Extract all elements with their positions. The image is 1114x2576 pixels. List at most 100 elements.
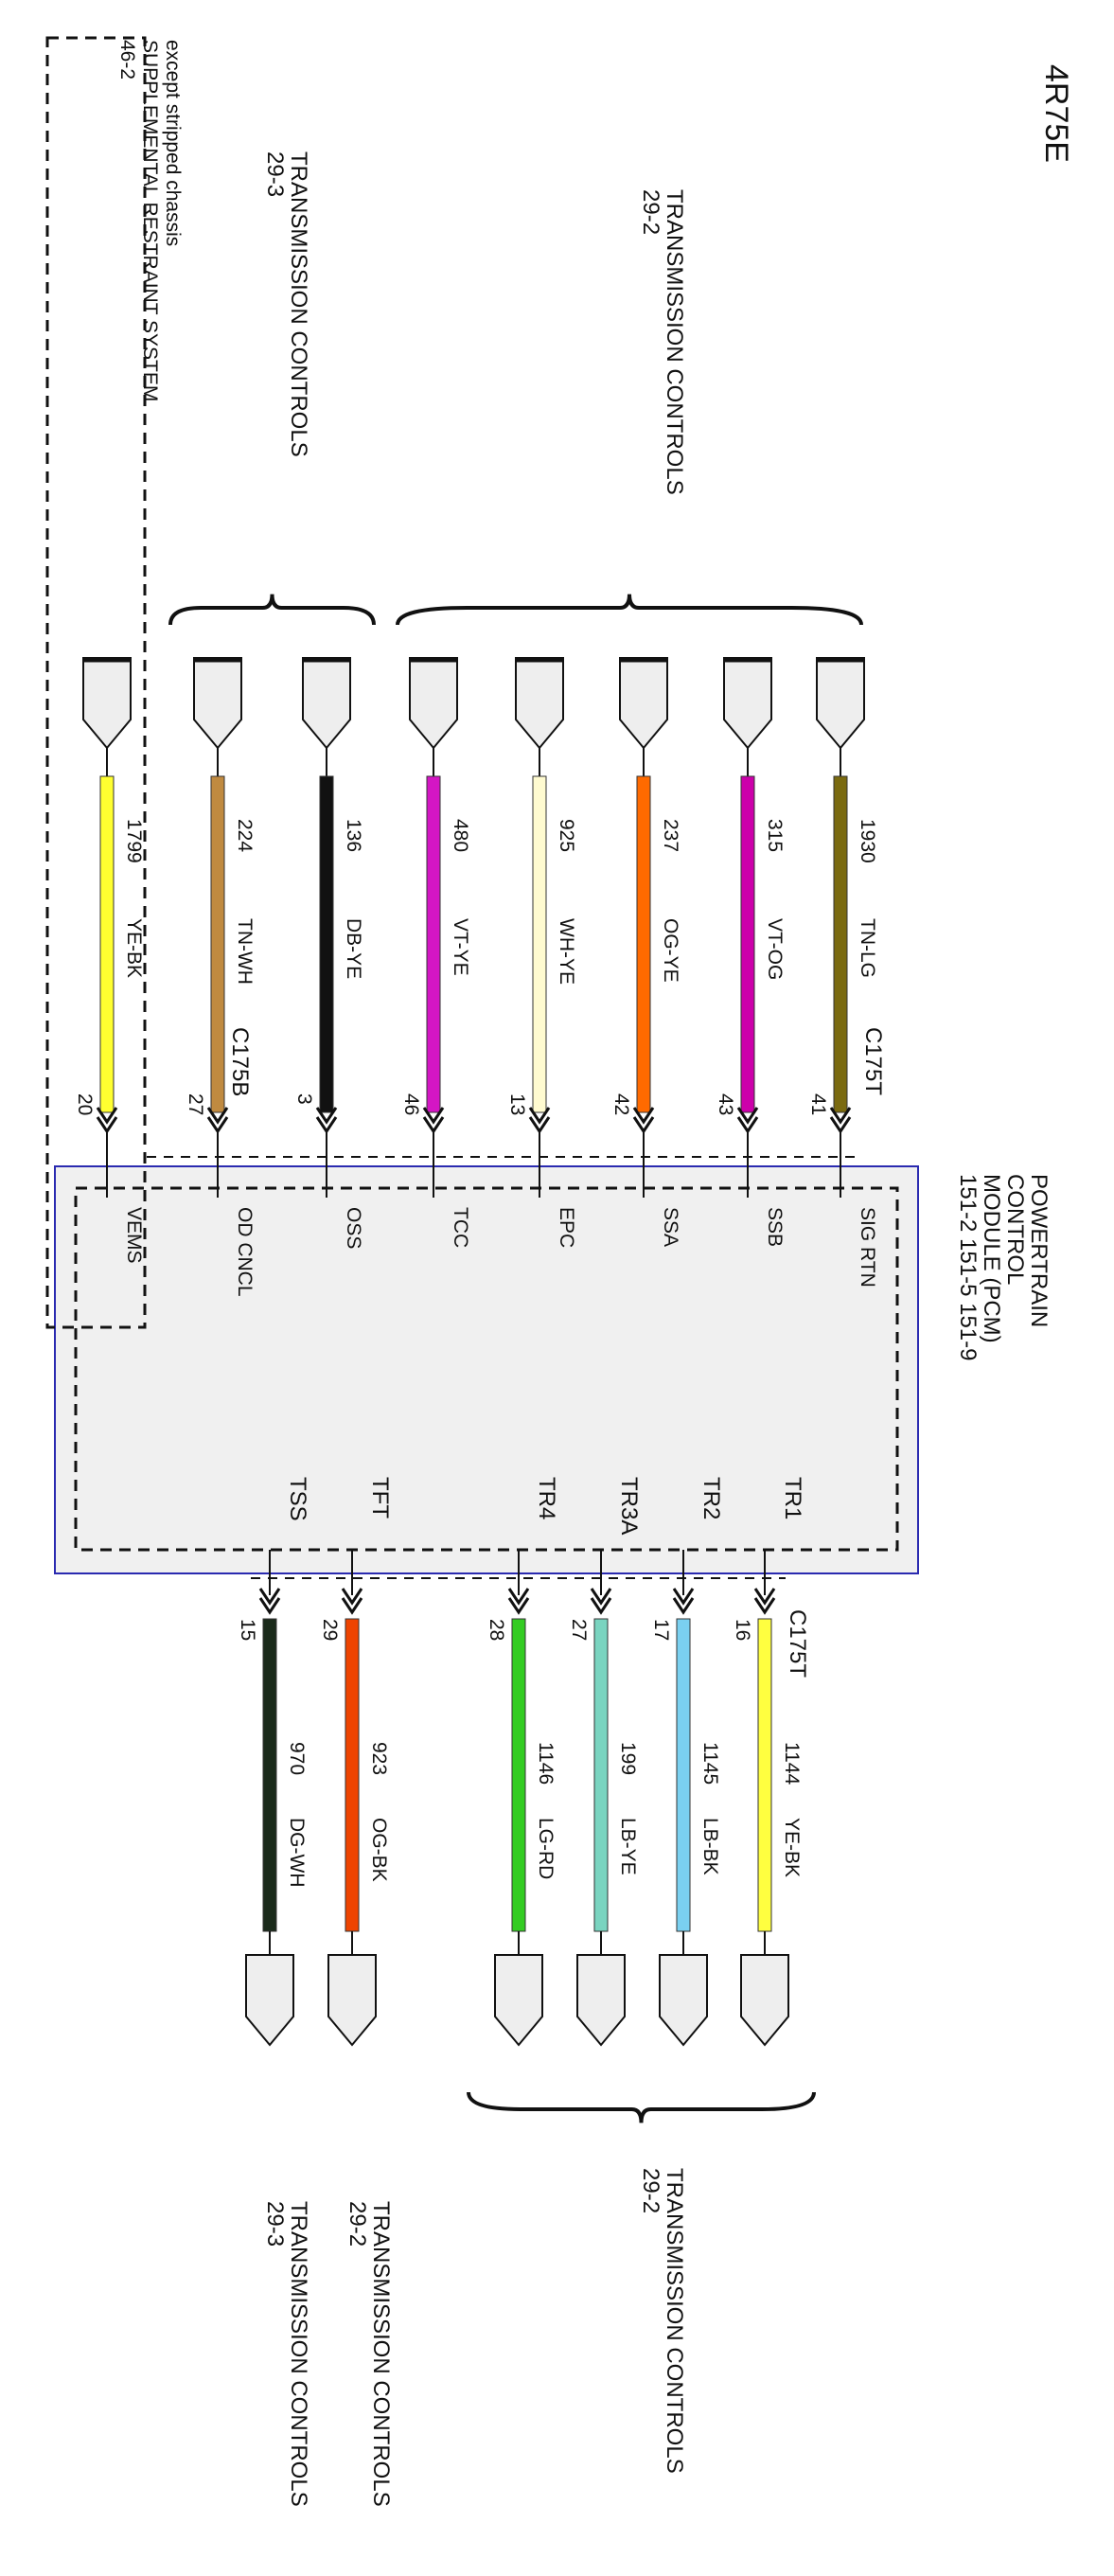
circuit-number: 224 [234, 819, 256, 852]
pin-number: 46 [400, 1093, 422, 1115]
circuit-number: 1799 [123, 819, 145, 863]
plug-connector-icon [193, 657, 242, 750]
pin-number: 27 [185, 1093, 206, 1115]
wire-1799 [99, 775, 115, 1113]
wire-480 [426, 775, 441, 1113]
page-title: 4R75E [1038, 64, 1074, 163]
pcm-signal-name: OD CNCL [234, 1207, 256, 1297]
plug-connector-icon [740, 1954, 789, 2047]
pcm-signal-name: SIG RTN [857, 1207, 878, 1288]
plug-connector-icon [245, 1954, 294, 2047]
plug-connector-icon [327, 1954, 377, 2047]
circuit-number: 1146 [535, 1742, 557, 1785]
pcm-signal-name: TR3A [616, 1477, 642, 1535]
dest-label-tc-29-3-bottom: TRANSMISSION CONTROLS 29-3 [262, 2201, 311, 2513]
pin-number: 15 [237, 1619, 258, 1641]
grouping-braces [168, 594, 863, 2123]
pcm-signal-name: TR4 [534, 1477, 559, 1519]
wire-224 [210, 775, 225, 1113]
plug-connector-icon [494, 1954, 543, 2047]
dest-label-tc-29-2-mid: TRANSMISSION CONTROLS 29-2 [345, 2201, 394, 2513]
plug-connector-icon [302, 657, 351, 750]
plug-connector-icon [619, 657, 668, 750]
wire-color-code: LB-BK [699, 1818, 721, 1875]
circuit-number: 925 [556, 819, 577, 852]
pin-arrow-icon [507, 1588, 530, 1615]
wire-237 [636, 775, 651, 1113]
wire-1144 [757, 1618, 772, 1932]
srs-dashed-box [45, 36, 147, 1329]
wire-color-code: YE-BK [781, 1818, 803, 1877]
wire-color-code: LB-YE [617, 1818, 639, 1875]
dest-label-tc-29-3-top: TRANSMISSION CONTROLS 29-3 [262, 151, 311, 463]
pcm-signal-name: TCC [450, 1207, 471, 1248]
wire-color-code: TN-LG [857, 918, 878, 978]
brace-29-3-top [168, 594, 376, 626]
connector-c175t-top: C175T [860, 1027, 886, 1095]
pcm-signal-name: OSS [343, 1207, 364, 1249]
plug-connector-icon [659, 1954, 708, 2047]
pcm-signal-name: TR2 [698, 1477, 724, 1519]
connector-c175b: C175B [227, 1027, 253, 1096]
wire-color-code: LG-RD [535, 1818, 557, 1879]
wire-315 [740, 775, 755, 1113]
wire-color-code: OG-YE [660, 918, 681, 983]
wire-color-code: VT-OG [764, 918, 786, 980]
pcm-signal-name: SSA [660, 1207, 681, 1247]
wire-136 [319, 775, 334, 1113]
wire-color-code: DB-YE [343, 918, 364, 979]
srs-label: except stripped chassis SUPPLEMENTAL RES… [116, 40, 184, 407]
pin-arrow-icon [753, 1588, 776, 1615]
pcm-module-box [54, 1165, 919, 1574]
wire-color-code: VT-YE [450, 918, 471, 976]
circuit-number: 480 [450, 819, 471, 852]
wire-199 [593, 1618, 609, 1932]
plug-connector-icon [515, 657, 564, 750]
circuit-number: 315 [764, 819, 786, 852]
circuit-number: 1144 [781, 1742, 803, 1785]
dest-label-tc-29-2-top: TRANSMISSION CONTROLS 29-2 [638, 189, 687, 501]
circuit-number: 1930 [857, 819, 878, 863]
pin-number: 28 [486, 1619, 507, 1641]
plug-connector-icon [816, 657, 865, 750]
wire-923 [345, 1618, 360, 1932]
wire-1146 [511, 1618, 526, 1932]
wire-color-code: YE-BK [123, 918, 145, 978]
lower-circuits: TR1161144YE-BKTR2171145LB-BKTR3A27199LB-… [237, 1477, 805, 2047]
circuit-number: 199 [617, 1742, 639, 1775]
pcm-signal-name: TR1 [780, 1477, 805, 1519]
wire-color-code: TN-WH [234, 918, 256, 985]
pcm-label: POWERTRAIN CONTROL MODULE (PCM) 151-2 15… [955, 1174, 1052, 1360]
pin-number: 20 [74, 1093, 96, 1115]
plug-connector-icon [576, 1954, 626, 2047]
pin-number: 13 [506, 1093, 528, 1115]
wire-color-code: WH-YE [556, 918, 577, 985]
pin-number: 3 [293, 1093, 315, 1105]
wire-color-code: DG-WH [286, 1818, 308, 1887]
connector-c175t-bottom: C175T [785, 1609, 810, 1678]
pin-number: 42 [610, 1093, 632, 1115]
wire-1930 [833, 775, 848, 1113]
pcm-signal-name: SSB [764, 1207, 786, 1247]
circuit-number: 1145 [699, 1742, 721, 1785]
circuit-number: 237 [660, 819, 681, 852]
pin-number: 27 [568, 1619, 590, 1641]
circuit-number: 136 [343, 819, 364, 852]
plug-connector-icon [82, 657, 132, 750]
pin-arrow-icon [672, 1588, 695, 1615]
wire-color-code: OG-BK [368, 1818, 390, 1882]
